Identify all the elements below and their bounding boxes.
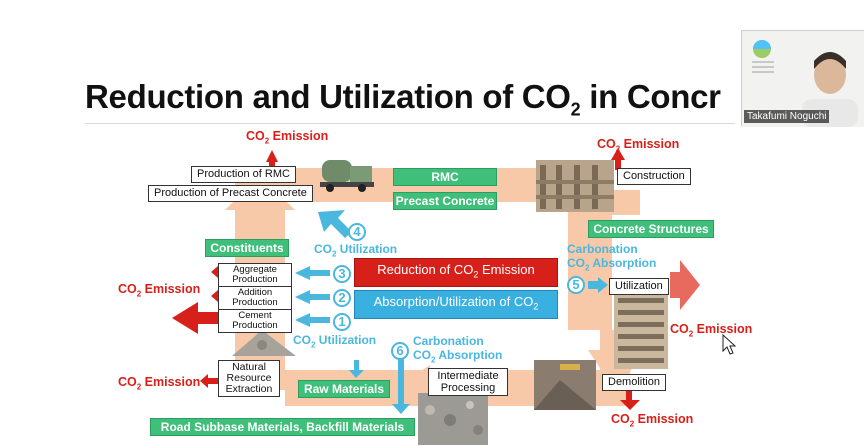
arrow-diag-4 [318,210,352,238]
utilization-arrows [295,210,608,414]
logo-icon [752,40,774,73]
cycle-right-band [568,195,612,330]
arrow-left-3 [295,266,330,280]
emission-label-demolition: CO2 Emission [611,412,694,429]
arrow-left-natural [200,374,218,388]
title-main: Reduction and Utilization of CO [85,78,571,115]
circle-number-2: 2 [333,289,351,307]
label-carbonation-right: Carbonation [567,242,638,256]
emission-label-construction: CO2 Emission [597,137,680,154]
label-co2-utilization-top: CO2 Utilization [314,242,398,259]
mouse-cursor-icon [722,334,737,355]
arrow-left-cement [172,302,226,334]
arrow-left-1 [295,313,330,327]
demolition-photo [534,360,596,410]
arrow-down-raw-head [349,370,364,378]
arrow-right-5 [588,277,608,293]
circle-number-4: 4 [348,223,366,241]
participant-name: Takafumi Noguchi [744,110,830,123]
circle-number-5: 5 [567,276,585,294]
rock-pile-photo [232,330,296,356]
label-concrete-structures: Concrete Structures [588,220,714,238]
building-photo [614,293,668,369]
label-rmc: RMC [393,168,497,186]
arrow-down-raw-shaft [354,360,359,372]
slide-title: Reduction and Utilization of CO2 in Conc… [85,78,721,121]
circle-number-3: 3 [333,265,351,283]
arrow-right-utilization [670,260,700,310]
box-production-rmc: Production of RMC [191,166,296,183]
arrow-left-2 [295,290,330,304]
construction-photo [536,160,614,212]
label-constituents: Constituents [205,239,289,257]
label-raw-materials: Raw Materials [298,380,390,398]
label-co2-absorption-bottom: CO2 Absorption [413,348,503,365]
arrow-down-6-shaft [398,358,404,406]
box-construction: Construction [617,168,691,185]
participant-video-tile[interactable] [741,30,864,127]
arrow-down-demolition [620,390,640,410]
box-aggregate-production: Aggregate Production [218,263,292,287]
emission-label-utilization: CO2 Emission [670,322,753,339]
arrow-down-6-head [392,404,410,414]
box-production-precast: Production of Precast Concrete [148,185,313,202]
label-road-subbase: Road Subbase Materials, Backfill Materia… [150,418,415,436]
crushed-concrete-photo [418,393,488,445]
label-co2-utilization-bottom: CO2 Utilization [293,333,377,350]
circle-number-1: 1 [333,313,351,331]
box-cement-production: Cement Production [218,309,292,333]
emission-label-natural: CO2 Emission [118,375,201,392]
label-carbonation-bottom: Carbonation [413,334,484,348]
title-subscript: 2 [570,99,581,120]
box-natural-resource-extraction: Natural Resource Extraction [218,360,280,397]
box-demolition: Demolition [602,374,666,391]
bar-reduction-emission: Reduction of CO2 Emission [354,258,558,287]
arrow-up-construction [611,148,625,170]
title-divider [85,123,735,124]
emission-label-constituents: CO2 Emission [118,282,201,299]
person-silhouette [802,52,858,127]
label-precast-concrete: Precast Concrete [393,192,497,210]
bar-absorption-utilization: Absorption/Utilization of CO2 [354,290,558,319]
mixer-truck-image [320,160,374,192]
box-addition-production: Addition Production [218,286,292,310]
title-tail: in Concr [580,78,721,115]
circle-number-6: 6 [391,342,409,360]
emission-label-rmc: CO2 Emission [246,129,329,146]
label-co2-absorption-right: CO2 Absorption [567,256,657,273]
arrow-up-rmc [266,150,278,170]
box-intermediate-processing: Intermediate Processing [428,368,508,396]
box-utilization: Utilization [609,278,669,295]
